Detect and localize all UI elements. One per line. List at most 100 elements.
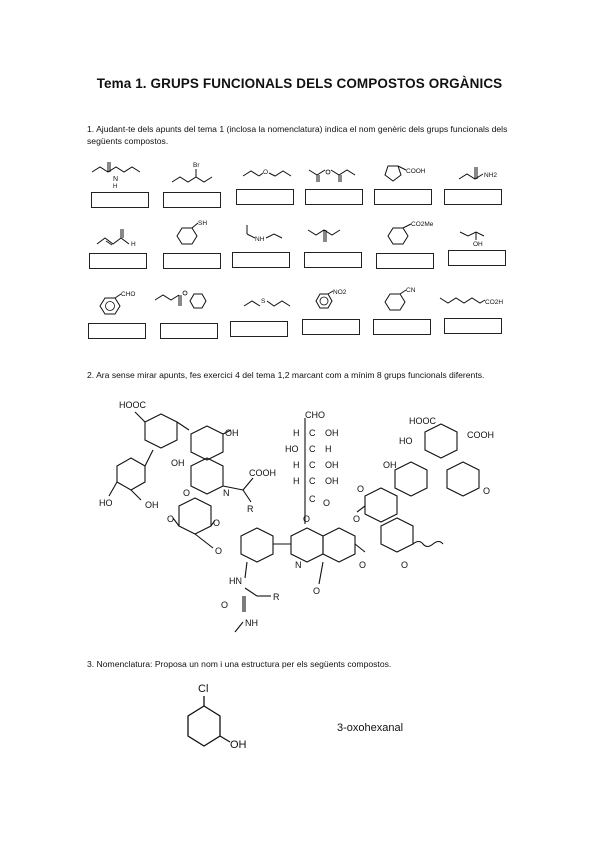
answer-box-r3-1[interactable] bbox=[88, 323, 146, 339]
answer-box-r1-4[interactable] bbox=[305, 189, 363, 205]
label-o-q2: O bbox=[353, 514, 360, 524]
complex-molecule-diagram: HOOC OH OH HO OH O N COOH R O O O CHO H … bbox=[99, 400, 494, 633]
answer-box-r3-3[interactable] bbox=[230, 321, 288, 337]
cyclopentane-cooh-label: COOH bbox=[406, 168, 426, 175]
answer-box-r1-5[interactable] bbox=[374, 189, 432, 205]
label-o-5: O bbox=[323, 498, 330, 508]
question-1-text: 1. Ajudant-te dels apunts del tema 1 (in… bbox=[87, 124, 508, 146]
molecule-ether: O bbox=[242, 169, 292, 177]
answer-box-r2-2[interactable] bbox=[163, 253, 221, 269]
label-hn: HN bbox=[229, 576, 242, 586]
cl-label: Cl bbox=[198, 683, 208, 695]
label-h-3: H bbox=[293, 460, 300, 470]
label-ho-right: HO bbox=[399, 436, 413, 446]
molecule-benzaldehyde: CHO bbox=[99, 291, 135, 315]
answer-box-r2-6[interactable] bbox=[448, 250, 506, 266]
no2-label: NO2 bbox=[333, 289, 347, 296]
label-o-furan: O bbox=[483, 486, 490, 496]
label-o-keto-a: O bbox=[167, 514, 174, 524]
molecule-secondary-amine: NH bbox=[246, 225, 283, 243]
answer-box-r1-1[interactable] bbox=[91, 192, 149, 208]
label-c-2: C bbox=[309, 444, 316, 454]
co2me-label: CO2Me bbox=[411, 221, 434, 228]
label-o-wavy: O bbox=[401, 560, 408, 570]
answer-box-r2-4[interactable] bbox=[304, 252, 362, 268]
answer-box-r1-6[interactable] bbox=[444, 189, 502, 205]
nh2-label: NH2 bbox=[484, 172, 497, 179]
label-hooc-right: HOOC bbox=[409, 416, 437, 426]
label-oh-b: OH bbox=[171, 458, 185, 468]
answer-box-r3-6[interactable] bbox=[444, 318, 502, 334]
label-c-5: C bbox=[309, 494, 316, 504]
label-oh-a: OH bbox=[225, 428, 239, 438]
answer-box-r3-5[interactable] bbox=[373, 319, 431, 335]
label-o-ether: O bbox=[215, 546, 222, 556]
molecule-alcohol: OH bbox=[459, 231, 485, 248]
benzaldehyde-cho-label: CHO bbox=[121, 291, 135, 298]
molecule-primary-amide: NH2 bbox=[458, 167, 497, 180]
question-2-text: 2. Ara sense mirar apunts, fes exercici … bbox=[87, 370, 485, 380]
answer-box-r3-2[interactable] bbox=[160, 323, 218, 339]
page-title: Tema 1. GRUPS FUNCIONALS DELS COMPOSTOS … bbox=[96, 76, 503, 91]
molecule-ketone bbox=[307, 229, 341, 242]
ether-o-label: O bbox=[263, 169, 268, 176]
sh-label: SH bbox=[198, 220, 207, 227]
label-o-link: O bbox=[303, 514, 310, 524]
answer-box-r2-1[interactable] bbox=[89, 253, 147, 269]
compound-name-3-oxohexanal: 3-oxohexanal bbox=[337, 722, 404, 734]
answer-box-r2-5[interactable] bbox=[376, 253, 434, 269]
label-oh-c: OH bbox=[145, 500, 159, 510]
label-o-keto-b: O bbox=[213, 518, 220, 528]
cn-label: CN bbox=[406, 287, 416, 294]
molecule-methyl-ester: CO2Me bbox=[387, 221, 434, 245]
label-hooc-left: HOOC bbox=[119, 400, 147, 410]
label-h-4: H bbox=[293, 476, 300, 486]
molecule-chlorocyclohexanol: Cl OH bbox=[187, 683, 247, 751]
label-oh-right: OH bbox=[383, 460, 397, 470]
label-ho-a: HO bbox=[99, 498, 113, 508]
label-o-bridge: O bbox=[359, 560, 366, 570]
thioether-s-label: S bbox=[261, 298, 266, 305]
alcohol-oh-label: OH bbox=[473, 241, 483, 248]
molecule-carboxylic-acid: CO2H bbox=[439, 297, 503, 306]
answer-box-r3-4[interactable] bbox=[302, 319, 360, 335]
label-cho-sugar: CHO bbox=[305, 410, 325, 420]
molecule-amide: N H bbox=[91, 162, 141, 190]
label-oh-1: OH bbox=[325, 428, 339, 438]
molecule-phenyl-ester bbox=[154, 290, 207, 309]
label-oh-4: OH bbox=[325, 476, 339, 486]
label-o-indole: O bbox=[313, 586, 320, 596]
label-nh: NH bbox=[245, 618, 258, 628]
label-cooh-mid: COOH bbox=[249, 468, 276, 478]
molecule-cyclohexanethiol: SH bbox=[176, 220, 207, 245]
label-c-3: C bbox=[309, 460, 316, 470]
molecule-thioether: S bbox=[243, 298, 291, 307]
molecule-cyclopentane-carboxylic-acid: COOH bbox=[384, 165, 426, 182]
molecule-nitrobenzene: NO2 bbox=[315, 289, 347, 309]
molecule-alkyl-bromide: Br bbox=[171, 162, 213, 183]
label-cooh-right: COOH bbox=[467, 430, 494, 440]
answer-box-r1-3[interactable] bbox=[236, 189, 294, 205]
amide-h-label: H bbox=[113, 184, 117, 190]
label-h-2: H bbox=[325, 444, 332, 454]
molecule-nitrile: CN bbox=[384, 287, 416, 311]
molecule-unsaturated-aldehyde: H bbox=[96, 229, 136, 248]
answer-box-r1-2[interactable] bbox=[163, 192, 221, 208]
label-o-amide: O bbox=[221, 600, 228, 610]
q3-oh-label: OH bbox=[230, 739, 247, 751]
label-c-4: C bbox=[309, 476, 316, 486]
label-oh-3: OH bbox=[325, 460, 339, 470]
label-o-ring: O bbox=[183, 488, 190, 498]
answer-box-r2-3[interactable] bbox=[232, 252, 290, 268]
label-r-mid: R bbox=[247, 504, 254, 514]
label-h-1: H bbox=[293, 428, 300, 438]
co2h-label: CO2H bbox=[485, 299, 503, 306]
label-n-indole: N bbox=[295, 560, 302, 570]
question-3-text: 3. Nomenclatura: Proposa un nom i una es… bbox=[87, 659, 392, 669]
amide-n-label: N bbox=[113, 176, 118, 183]
label-c-1: C bbox=[309, 428, 316, 438]
label-ho-2: HO bbox=[285, 444, 299, 454]
amine-nh-label: NH bbox=[255, 236, 265, 243]
label-r-amide: R bbox=[273, 592, 280, 602]
